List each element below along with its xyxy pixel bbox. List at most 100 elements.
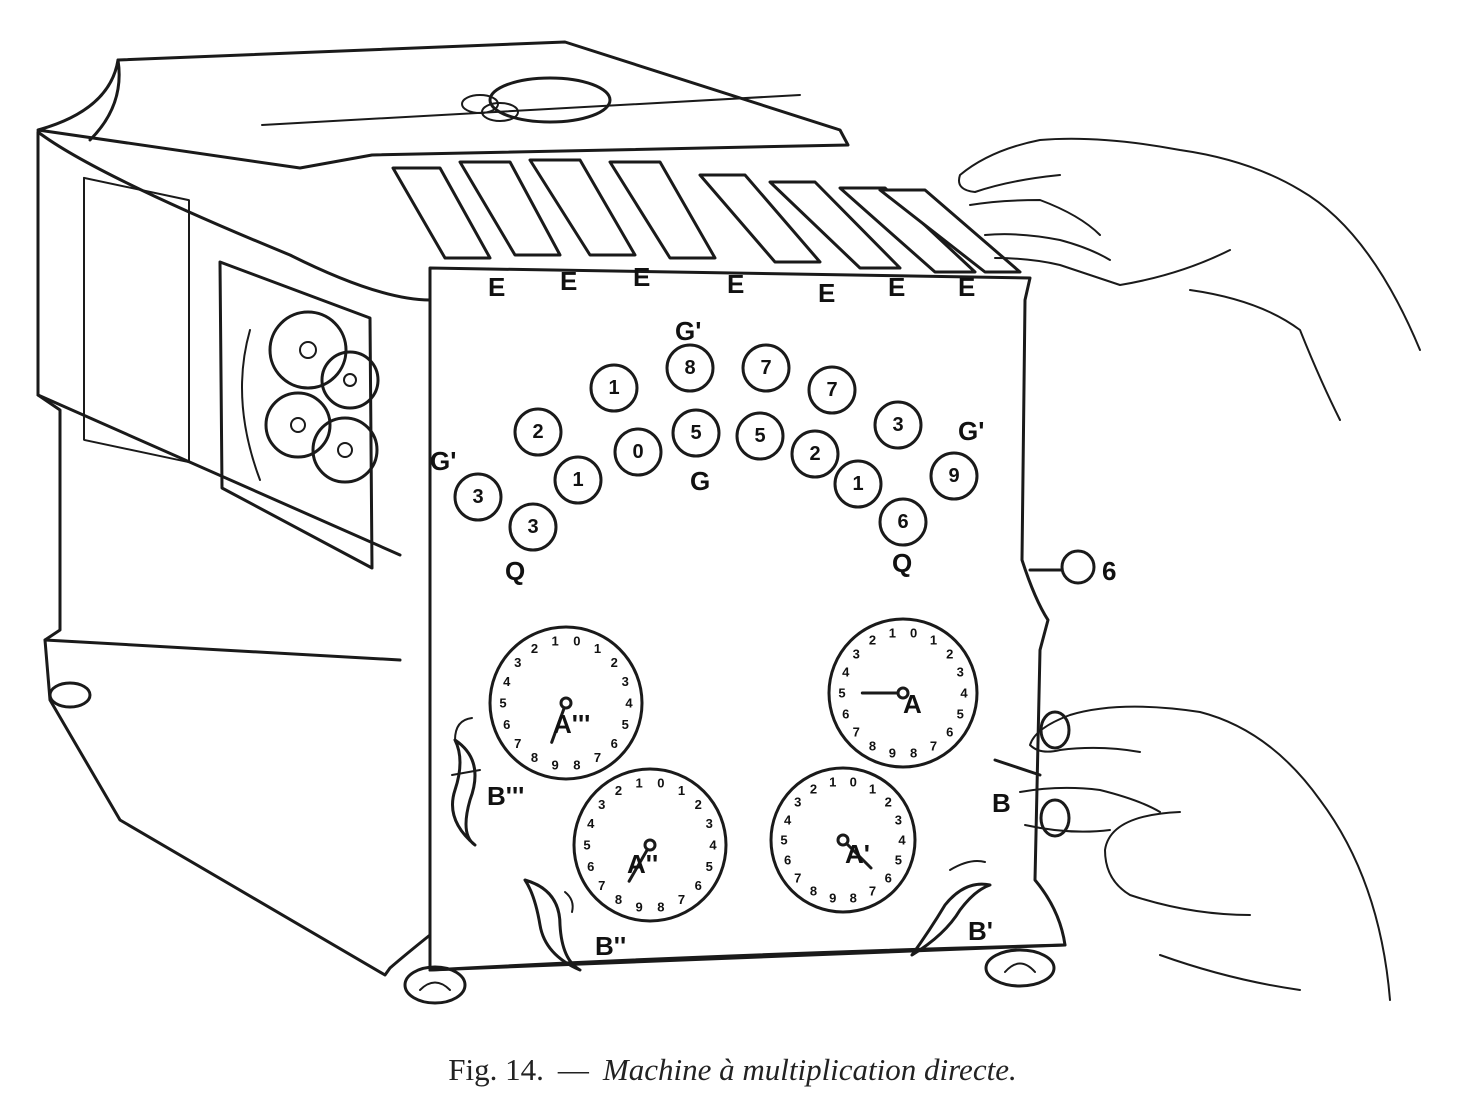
dial-number: 5 — [499, 696, 506, 711]
dial-number: 0 — [850, 774, 857, 789]
crank-label-b-double: B'' — [595, 931, 626, 961]
dial-number: 3 — [598, 797, 605, 812]
svg-text:E: E — [818, 278, 835, 308]
outer-arc-digit: 7 — [760, 357, 771, 379]
setting-slides[interactable] — [391, 158, 1022, 274]
inner-arc-window — [878, 497, 928, 547]
machine-left-side — [36, 130, 432, 977]
inner-arc-window — [735, 411, 785, 461]
dial-number: 4 — [784, 812, 792, 827]
dial-number: 2 — [869, 633, 876, 648]
dial-a-prime-hub — [836, 833, 850, 847]
inner-arc-digit: 1 — [852, 473, 863, 495]
dial-number: 6 — [611, 736, 618, 751]
outer-arc-window — [873, 400, 923, 450]
machine-feet — [48, 681, 1056, 1005]
svg-text:E: E — [727, 269, 744, 299]
winding-key[interactable]: 6 — [1028, 549, 1116, 586]
svg-text:A': A' — [845, 839, 870, 869]
dial-number: 2 — [810, 781, 817, 796]
outer-arc-digit: 7 — [826, 379, 837, 401]
dial-labels: A''' A A'' A' — [553, 689, 922, 879]
crank-b-double[interactable] — [523, 878, 582, 972]
dial-number: 3 — [514, 655, 521, 670]
inner-arc-digit: 1 — [572, 469, 583, 491]
inner-arc-digit: 5 — [690, 422, 701, 444]
dial-number: 1 — [551, 634, 558, 649]
svg-text:A''': A''' — [553, 709, 590, 739]
dial-number: 5 — [706, 859, 713, 874]
dial-number: 7 — [678, 892, 685, 907]
dial-number: 2 — [695, 797, 702, 812]
dial-number: 1 — [869, 781, 876, 796]
outer-arc-window — [741, 343, 791, 393]
dial-number: 5 — [780, 833, 787, 848]
dial-number: 3 — [706, 816, 713, 831]
lid-handle[interactable] — [461, 76, 612, 124]
crank-b-prime[interactable] — [910, 860, 992, 957]
crank-b-triple[interactable] — [451, 717, 481, 847]
dial-number: 3 — [853, 646, 860, 661]
dial-number: 7 — [794, 870, 801, 885]
crank-label-b: B — [992, 788, 1011, 818]
dial-number: 1 — [829, 774, 836, 789]
dial-number: 8 — [657, 900, 664, 915]
dial-number: 7 — [853, 725, 860, 740]
outer-arc-digit: 2 — [532, 421, 543, 443]
svg-text:G': G' — [958, 416, 984, 446]
svg-text:A: A — [903, 689, 922, 719]
outer-arc-window — [929, 451, 979, 501]
dial-number: 2 — [611, 655, 618, 670]
dial-number: 8 — [531, 750, 538, 765]
dial-number: 6 — [885, 870, 892, 885]
inner-arc-window — [671, 408, 721, 458]
dial-number: 9 — [889, 746, 896, 761]
dial-number: 8 — [573, 758, 580, 773]
dial-number: 6 — [503, 717, 510, 732]
svg-text:6: 6 — [1102, 556, 1116, 586]
dial-number: 1 — [678, 783, 685, 798]
dial-number: 8 — [615, 892, 622, 907]
inner-arc-window — [508, 502, 558, 552]
caption-number: Fig. 14. — [448, 1052, 544, 1087]
outer-arc-window — [513, 407, 563, 457]
caption-title: Machine à multiplication directe. — [602, 1052, 1017, 1087]
dial-number: 7 — [598, 878, 605, 893]
dial-number: 1 — [889, 625, 896, 640]
inner-arc-window — [790, 429, 840, 479]
dial-number: 6 — [946, 725, 953, 740]
dial-number: 1 — [594, 641, 601, 656]
svg-text:E: E — [560, 266, 577, 296]
outer-arc-window — [453, 472, 503, 522]
svg-text:G': G' — [430, 446, 456, 476]
dial-number: 8 — [850, 891, 857, 906]
svg-text:G': G' — [675, 316, 701, 346]
svg-text:Q: Q — [892, 548, 912, 578]
machine-front-face — [428, 266, 1067, 972]
dial-number: 6 — [695, 878, 702, 893]
dial-a-hub — [896, 686, 910, 700]
outer-arc-digit: 3 — [472, 486, 483, 508]
dial-number: 9 — [829, 891, 836, 906]
outer-arc-digit: 1 — [608, 377, 619, 399]
outer-arc-window — [807, 365, 857, 415]
window-labels: G' G' G' G Q Q — [430, 316, 984, 586]
inner-arc-digit: 0 — [632, 441, 643, 463]
outer-arc-digit: 8 — [684, 357, 695, 379]
dial-a-double-hub — [643, 838, 657, 852]
dial-number: 4 — [625, 696, 633, 711]
hand-upper — [958, 137, 1421, 421]
dial-number: 4 — [709, 838, 717, 853]
outer-arc-window — [665, 343, 715, 393]
svg-text:E: E — [958, 272, 975, 302]
dial-number: 6 — [587, 859, 594, 874]
dial-number: 0 — [910, 625, 917, 640]
dial-number: 1 — [635, 776, 642, 791]
svg-text:E: E — [488, 272, 505, 302]
inner-arc-window — [553, 455, 603, 505]
